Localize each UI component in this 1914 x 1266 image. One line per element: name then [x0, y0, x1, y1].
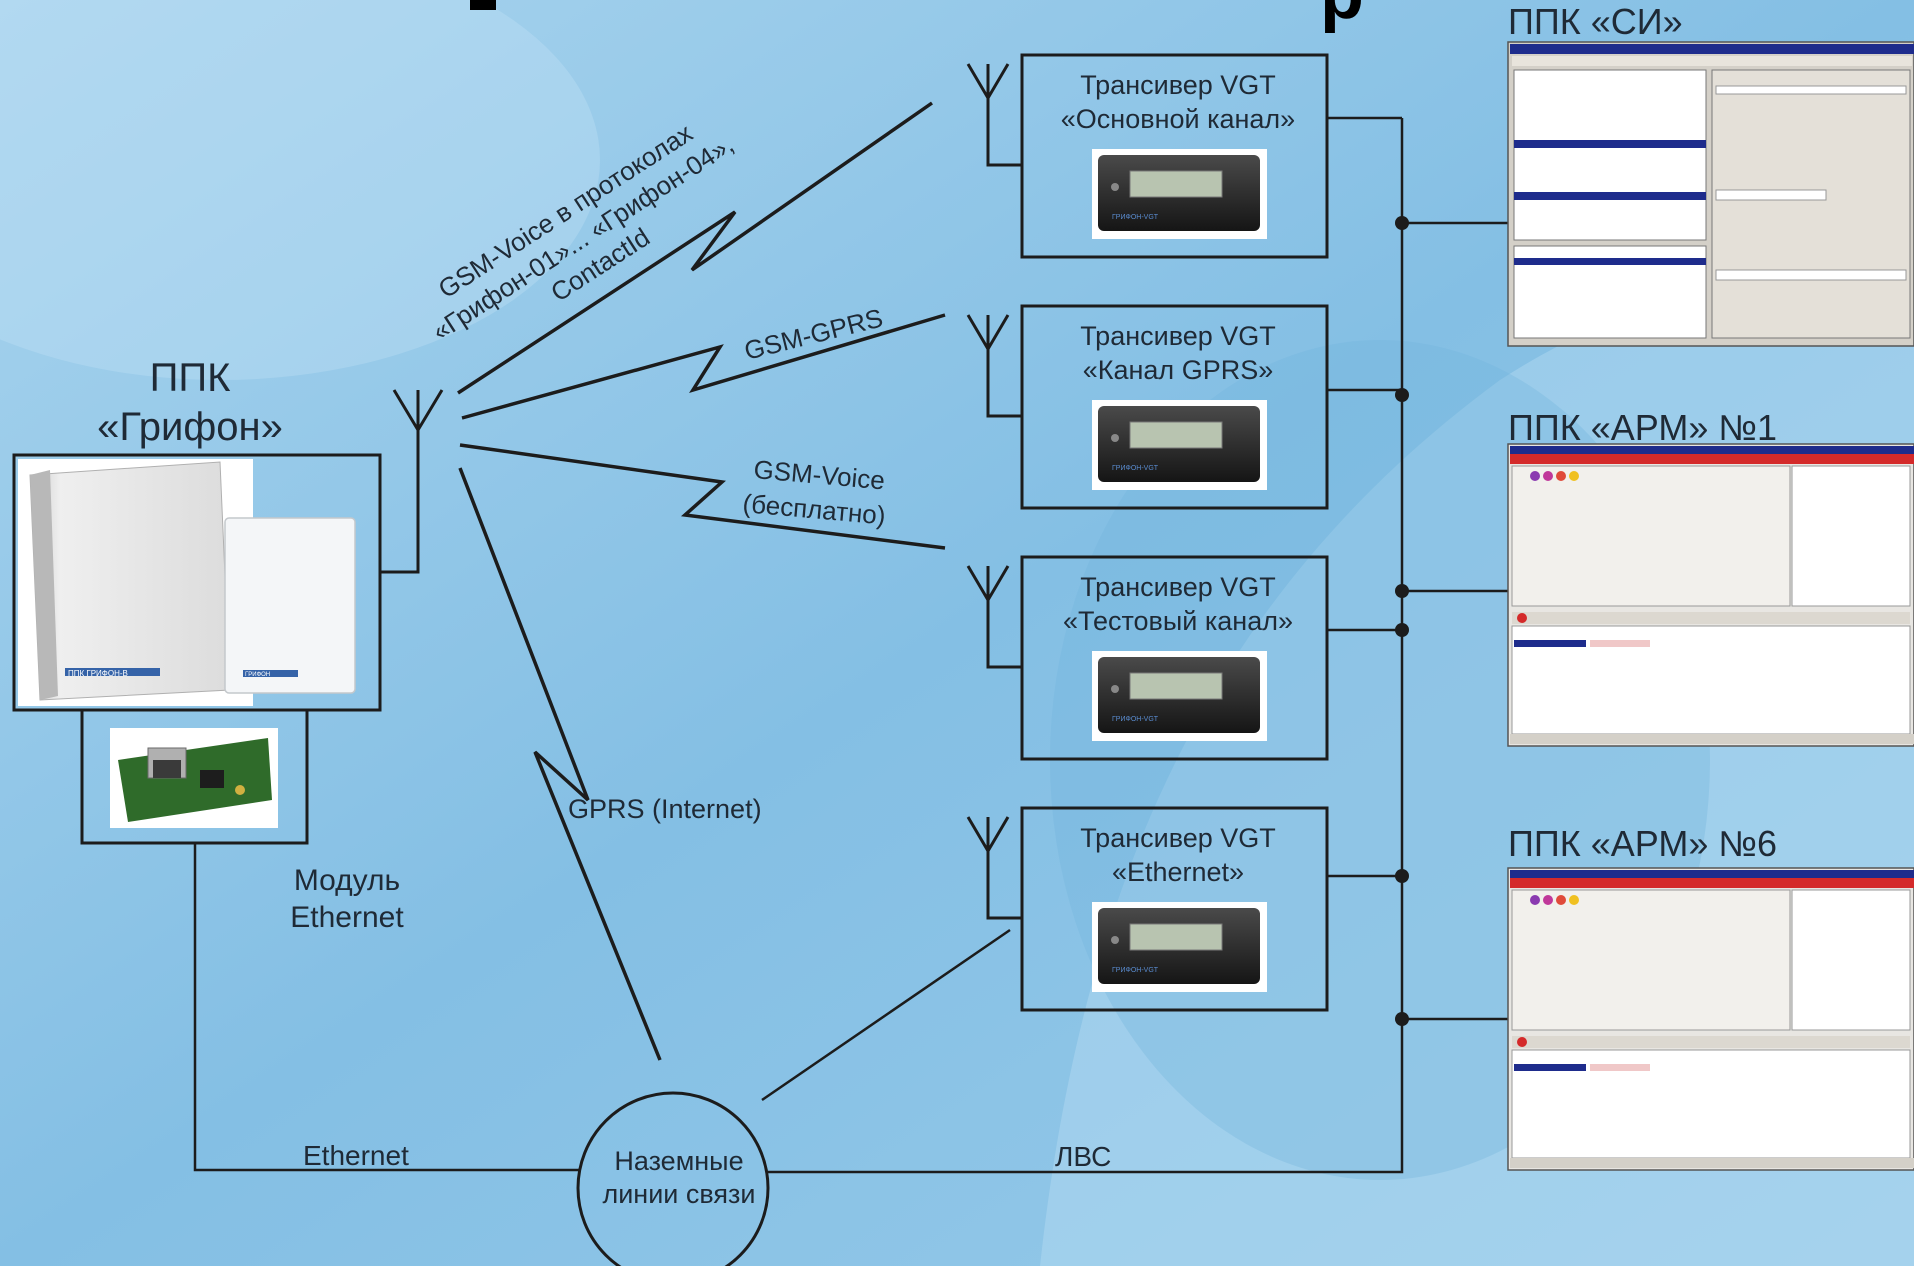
- top-title-fragment: р: [1320, 0, 1364, 34]
- ethernet-module-photo: [110, 728, 278, 828]
- arm-alarm-bar: [1510, 878, 1914, 888]
- ethernet-cable-label: Ethernet: [303, 1140, 409, 1171]
- antenna-icon: [966, 314, 1010, 350]
- station-arm6-title: ППК «АРМ» №6: [1508, 823, 1777, 864]
- transceiver-label-line1: Трансивер VGT: [1080, 70, 1276, 100]
- ethernet-module-label-line1: Модуль: [294, 864, 400, 897]
- status-indicator: [1543, 471, 1553, 481]
- transceiver-box: [1020, 555, 1329, 761]
- gprs-internet-link: [458, 467, 662, 1061]
- transceiver-box: [1020, 304, 1329, 510]
- transceiver-label-line1: Трансивер VGT: [1080, 572, 1276, 602]
- arm-chart-panel: [1791, 889, 1911, 1031]
- transceiver-vgt: Трансивер VGT «Тестовый канал» ГРИФОН-VGT: [966, 555, 1402, 761]
- arm-chart-panel: [1791, 465, 1911, 607]
- gsm-gprs-link: [461, 313, 946, 420]
- gprs-internet-label: GPRS (Internet): [568, 794, 762, 824]
- junction-dot: [1395, 584, 1409, 598]
- transceiver-vgt: Трансивер VGT «Канал GPRS» ГРИФОН-VGT: [966, 304, 1402, 510]
- top-title-stroke: [470, 0, 496, 10]
- status-indicator: [1556, 471, 1566, 481]
- junction-dot: [1395, 869, 1409, 883]
- fire-alarm-icon: [1517, 613, 1527, 623]
- station-si-title: ППК «СИ»: [1508, 1, 1683, 42]
- arm-alarm-bar: [1510, 454, 1914, 464]
- junction-dot: [1395, 1012, 1409, 1026]
- junction-dot: [1395, 623, 1409, 637]
- arm-titlebar: [1510, 870, 1914, 878]
- status-indicator: [1569, 471, 1579, 481]
- antenna-icon: [966, 63, 1010, 99]
- fire-alarm-icon: [1517, 1037, 1527, 1047]
- arm-object-panel: [1511, 889, 1791, 1031]
- led-indicator: [1111, 685, 1119, 693]
- lan-line: [768, 118, 1404, 1174]
- ppk-antenna: [380, 389, 444, 574]
- lcd-display: [1129, 672, 1223, 700]
- ppk-grifon-label-line2: «Грифон»: [97, 405, 283, 449]
- arm-alarm-row: [1590, 640, 1650, 647]
- transceiver-box: [1020, 53, 1329, 259]
- gsm-voice-protocols-link: [457, 101, 933, 395]
- lcd-display: [1129, 923, 1223, 951]
- status-indicator: [1556, 895, 1566, 905]
- status-indicator: [1530, 471, 1540, 481]
- landlines-label-line2: линии связи: [602, 1179, 755, 1209]
- junction-dot: [1395, 388, 1409, 402]
- station-arm6-screenshot: [1507, 867, 1914, 1171]
- landlines-to-ethernet-link: [761, 928, 1011, 1102]
- arm-alarm-row: [1590, 1064, 1650, 1071]
- lan-label: ЛВС: [1055, 1141, 1111, 1172]
- station-si-screenshot: [1507, 41, 1914, 347]
- landlines-label-line1: Наземные: [614, 1146, 743, 1176]
- arm-selected-row: [1514, 640, 1586, 647]
- junction-dot: [1395, 216, 1409, 230]
- ppk-grifon-brand: ППК ГРИФОН-В: [68, 669, 128, 678]
- transceiver-box: [1020, 806, 1329, 1012]
- lcd-display: [1129, 421, 1223, 449]
- transceiver-label-line2: «Тестовый канал»: [1063, 606, 1293, 636]
- ppk-grifon-label-line1: ППК: [150, 356, 232, 400]
- arm-object-panel: [1511, 465, 1791, 607]
- ethernet-module-label-line2: Ethernet: [290, 901, 404, 934]
- arm-statusbar: [1510, 734, 1914, 744]
- extender-brand: ГРИФОН: [245, 672, 270, 678]
- transceiver-label-line2: «Канал GPRS»: [1083, 355, 1273, 385]
- transceiver-vgt: Трансивер VGT «Основной канал» ГРИФОН-VGT: [966, 53, 1402, 259]
- status-indicator: [1569, 895, 1579, 905]
- transceiver-label-line1: Трансивер VGT: [1080, 321, 1276, 351]
- transceiver-brand: ГРИФОН-VGT: [1112, 716, 1159, 723]
- status-indicator: [1530, 895, 1540, 905]
- gsm-voice-free-link: [459, 443, 946, 550]
- transceivers: Трансивер VGT«Основной канал»ГРИФОН-VGTТ…: [966, 53, 1402, 1012]
- ppk-grifon-photo: ППК ГРИФОН-В ГРИФОН: [18, 459, 356, 706]
- transceiver-brand: ГРИФОН-VGT: [1112, 967, 1159, 974]
- station-arm1-title: ППК «АРМ» №1: [1508, 407, 1777, 448]
- transceiver-label-line2: «Основной канал»: [1061, 104, 1295, 134]
- arm-titlebar: [1510, 446, 1914, 454]
- transceiver-brand: ГРИФОН-VGT: [1112, 214, 1159, 221]
- arm-selected-row: [1514, 1064, 1586, 1071]
- transceiver-label-line2: «Ethernet»: [1112, 857, 1244, 887]
- transceiver-vgt: Трансивер VGT «Ethernet» ГРИФОН-VGT: [966, 806, 1402, 1012]
- arm-statusbar: [1510, 1158, 1914, 1168]
- led-indicator: [1111, 936, 1119, 944]
- led-indicator: [1111, 183, 1119, 191]
- station-arm1-screenshot: [1507, 443, 1914, 747]
- antenna-icon: [966, 565, 1010, 601]
- status-indicator: [1543, 895, 1553, 905]
- antenna-icon: [966, 816, 1010, 852]
- arm-toolbar: [1512, 612, 1910, 624]
- transceiver-brand: ГРИФОН-VGT: [1112, 465, 1159, 472]
- lcd-display: [1129, 170, 1223, 198]
- transceiver-label-line1: Трансивер VGT: [1080, 823, 1276, 853]
- led-indicator: [1111, 434, 1119, 442]
- arm-toolbar: [1512, 1036, 1910, 1048]
- landlines-node: [576, 1091, 770, 1266]
- ethernet-cable-line: [193, 843, 580, 1172]
